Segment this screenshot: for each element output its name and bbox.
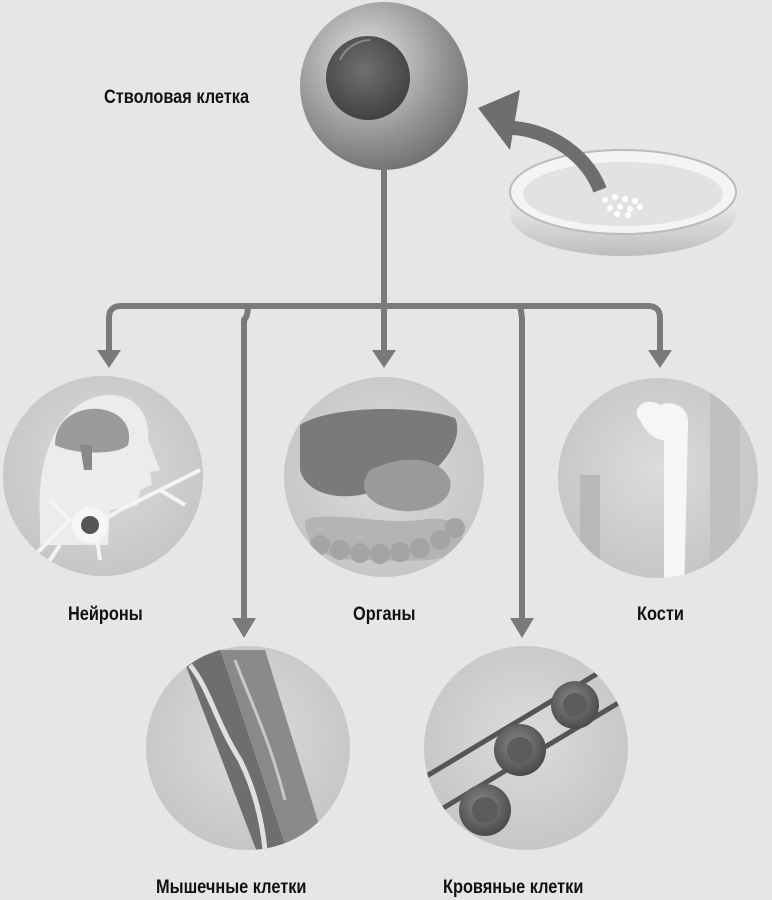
organs-icon	[284, 377, 484, 577]
curved-arrow-icon	[478, 90, 607, 193]
bones-label: Кости	[637, 604, 684, 625]
petri-dish-icon	[509, 149, 737, 256]
stem-cell-label: Стволовая клетка	[104, 87, 250, 108]
muscle-cells-icon	[146, 646, 350, 850]
bones-icon	[558, 378, 758, 578]
arrowheads	[97, 350, 672, 638]
muscle-cells-label: Мышечные клетки	[156, 877, 307, 898]
neurons-label: Нейроны	[68, 604, 143, 625]
neurons-icon	[3, 376, 203, 576]
blood-cells-label: Кровяные клетки	[443, 877, 584, 898]
organs-label: Органы	[353, 604, 416, 625]
connector-arrows	[106, 168, 663, 620]
stem-cell-icon	[300, 2, 468, 170]
blood-cells-icon	[424, 646, 628, 850]
